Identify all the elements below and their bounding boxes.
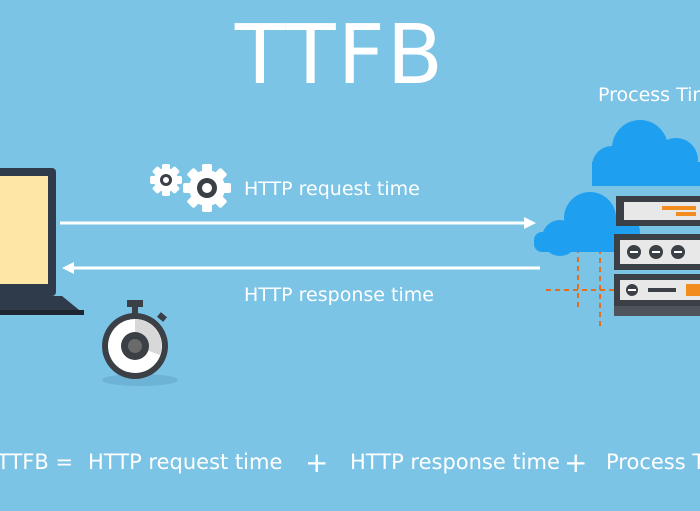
formula-plus-1: + <box>305 446 329 479</box>
formula-plus-2: + <box>564 446 588 479</box>
response-arrow <box>62 262 540 274</box>
formula-term-response: HTTP response time <box>350 450 560 474</box>
request-arrow <box>60 217 536 229</box>
formula-term-request: HTTP request time <box>88 450 283 474</box>
formula-term-process: Process Time <box>606 450 700 474</box>
page-title: TTFB <box>234 8 446 103</box>
response-time-label: HTTP response time <box>244 284 434 306</box>
stopwatch-icon <box>102 300 178 386</box>
ttfb-formula: TTFB = HTTP request time + HTTP response… <box>0 446 700 486</box>
request-time-label: HTTP request time <box>244 178 420 200</box>
server-rack-icon <box>614 196 700 316</box>
gears-icon <box>150 164 231 212</box>
process-time-label: Process Time <box>598 84 700 106</box>
cloud-icon <box>534 120 700 256</box>
formula-lhs: TTFB = <box>0 450 74 474</box>
network-dash-lines <box>546 240 640 330</box>
laptop-icon <box>0 168 84 315</box>
